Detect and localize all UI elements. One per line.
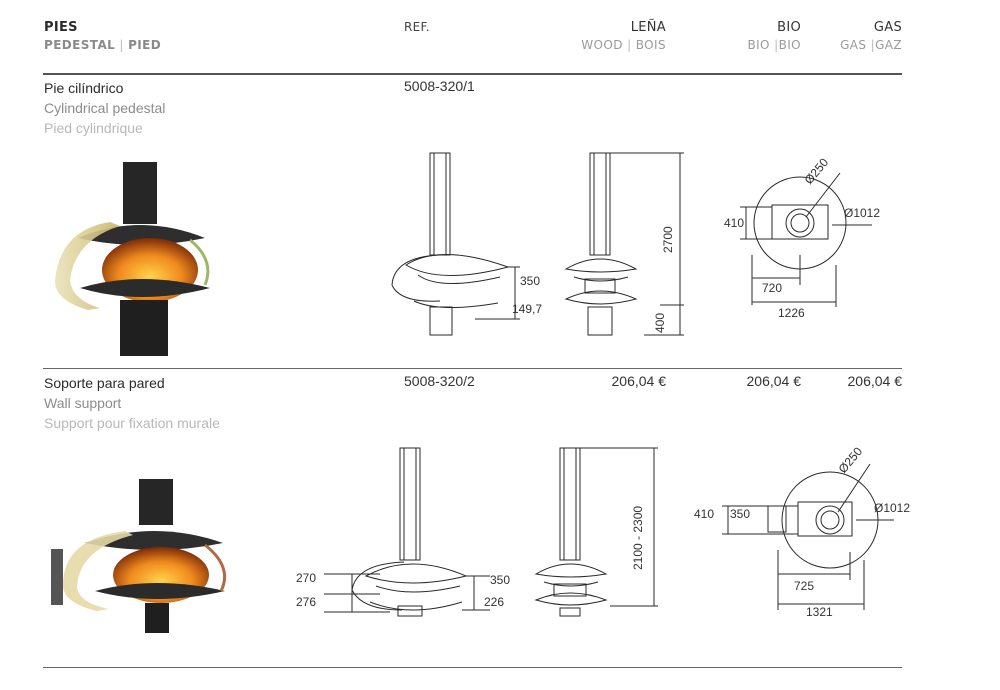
- subtitle-separator: |: [119, 38, 124, 52]
- column-header-ref: REF.: [404, 20, 430, 34]
- bio-sub-en: BIO: [747, 38, 770, 52]
- product-2-name-en: Wall support: [44, 395, 122, 411]
- wood-sub-en: WOOD: [581, 38, 623, 52]
- subtitle-es: PEDESTAL: [44, 38, 116, 52]
- section-subtitle: PEDESTAL | PIED: [44, 38, 161, 52]
- product-1-drawings: 350 149,7 400 2700 410 Ø250 Ø1012 720 12…: [391, 152, 880, 336]
- dim-height-range: 2100 - 2300: [631, 506, 645, 570]
- product-1-name-fr: Pied cylindrique: [44, 120, 143, 136]
- section-title: PIES: [44, 20, 78, 35]
- bio-subtitle: BIO |BIO: [700, 38, 801, 52]
- product-2-price-gas: 206,04 €: [847, 373, 903, 389]
- dim-total-height: 2700: [661, 226, 675, 253]
- product-1-ref: 5008-320/1: [404, 78, 475, 94]
- dim-lower-height: 149,7: [512, 302, 542, 316]
- product-divider: [43, 368, 902, 369]
- dim-depth: 410: [724, 216, 744, 230]
- bio-sep: |: [774, 38, 779, 52]
- product-2-photo: [51, 479, 226, 633]
- product-1-name-es: Pie cilíndrico: [44, 80, 124, 96]
- header-divider: [43, 73, 902, 75]
- product-2-name-es: Soporte para pared: [44, 375, 165, 391]
- dim-depth-2: 350: [730, 507, 750, 521]
- dim-diameter: Ø1012: [874, 501, 910, 515]
- product-2-name-fr: Support pour fixation murale: [44, 415, 220, 431]
- dim-body-height: 350: [520, 274, 540, 288]
- dim-left-top: 270: [296, 571, 316, 585]
- product-2-price-wood: 206,04 €: [611, 373, 667, 389]
- bio-sub-fr: BIO: [778, 38, 801, 52]
- product-2-drawings: 270 276 350 226 2100 - 2300 410 350 Ø250…: [296, 444, 910, 619]
- wood-sep: |: [627, 38, 632, 52]
- gas-sub-fr: GAZ: [875, 38, 902, 52]
- gas-title: GAS: [873, 20, 902, 35]
- product-1-name-en: Cylindrical pedestal: [44, 100, 166, 116]
- column-header-bio: BIO BIO |BIO: [700, 20, 801, 52]
- dim-base: 400: [653, 313, 667, 333]
- product-2-ref: 5008-320/2: [404, 373, 475, 389]
- gas-subtitle: GAS |GAZ: [810, 38, 902, 52]
- column-header-wood: LEÑA WOOD | BOIS: [560, 20, 666, 52]
- dim-offset: 720: [762, 281, 782, 295]
- subtitle-fr: PIED: [128, 38, 162, 52]
- wood-subtitle: WOOD | BOIS: [560, 38, 666, 52]
- column-header-gas: GAS GAS |GAZ: [810, 20, 902, 52]
- product-2-names: Soporte para pared Wall support Support …: [44, 373, 220, 433]
- wood-sub-fr: BOIS: [635, 38, 666, 52]
- product-1-names: Pie cilíndrico Cylindrical pedestal Pied…: [44, 78, 165, 138]
- dim-offset: 725: [794, 579, 814, 593]
- bio-title: BIO: [777, 20, 801, 35]
- dim-flue: Ø250: [802, 155, 832, 187]
- dim-right-bottom: 226: [484, 595, 504, 609]
- gas-sub-en: GAS: [840, 38, 867, 52]
- dim-flue: Ø250: [836, 444, 866, 476]
- product-2-price-bio: 206,04 €: [746, 373, 802, 389]
- dim-overall: 1321: [806, 605, 833, 619]
- footer-divider: [43, 667, 902, 668]
- dim-right-top: 350: [490, 573, 510, 587]
- dim-overall: 1226: [778, 306, 805, 320]
- wood-title: LEÑA: [630, 20, 666, 35]
- gas-sep: |: [870, 38, 876, 52]
- dim-left-bottom: 276: [296, 595, 316, 609]
- product-1-photo: [54, 162, 210, 356]
- dim-depth: 410: [694, 507, 714, 521]
- dim-diameter: Ø1012: [844, 206, 880, 220]
